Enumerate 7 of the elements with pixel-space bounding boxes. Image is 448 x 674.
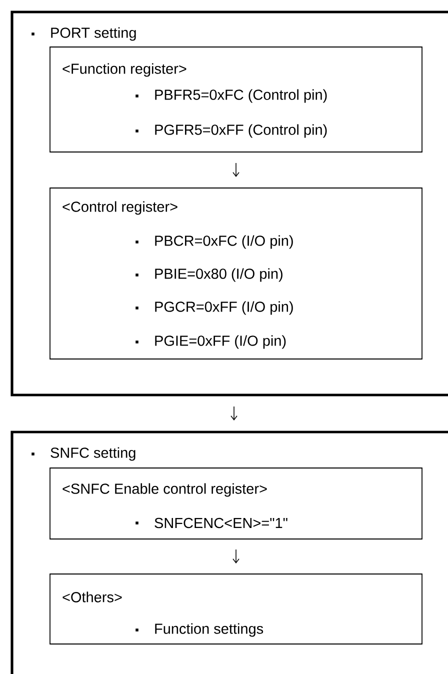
register-box: <SNFC Enable control register> SNFCENC<EN>="1"	[50, 468, 422, 540]
arrow	[230, 406, 238, 420]
register-box: <Control register> PBCR=0xFC (I/O pin) PBIE=0x80 (I/O pin) PGCR=0xFF (I/O pin) PGIE=0xFF (I/O pin)	[50, 188, 422, 360]
register-box: <Function register> PBFR5=0xFC (Control pin) PGFR5=0xFF (Control pin)	[50, 46, 422, 152]
arrow	[232, 162, 240, 177]
register-box: <Others> Function settings	[50, 574, 422, 644]
arrow	[232, 549, 240, 564]
